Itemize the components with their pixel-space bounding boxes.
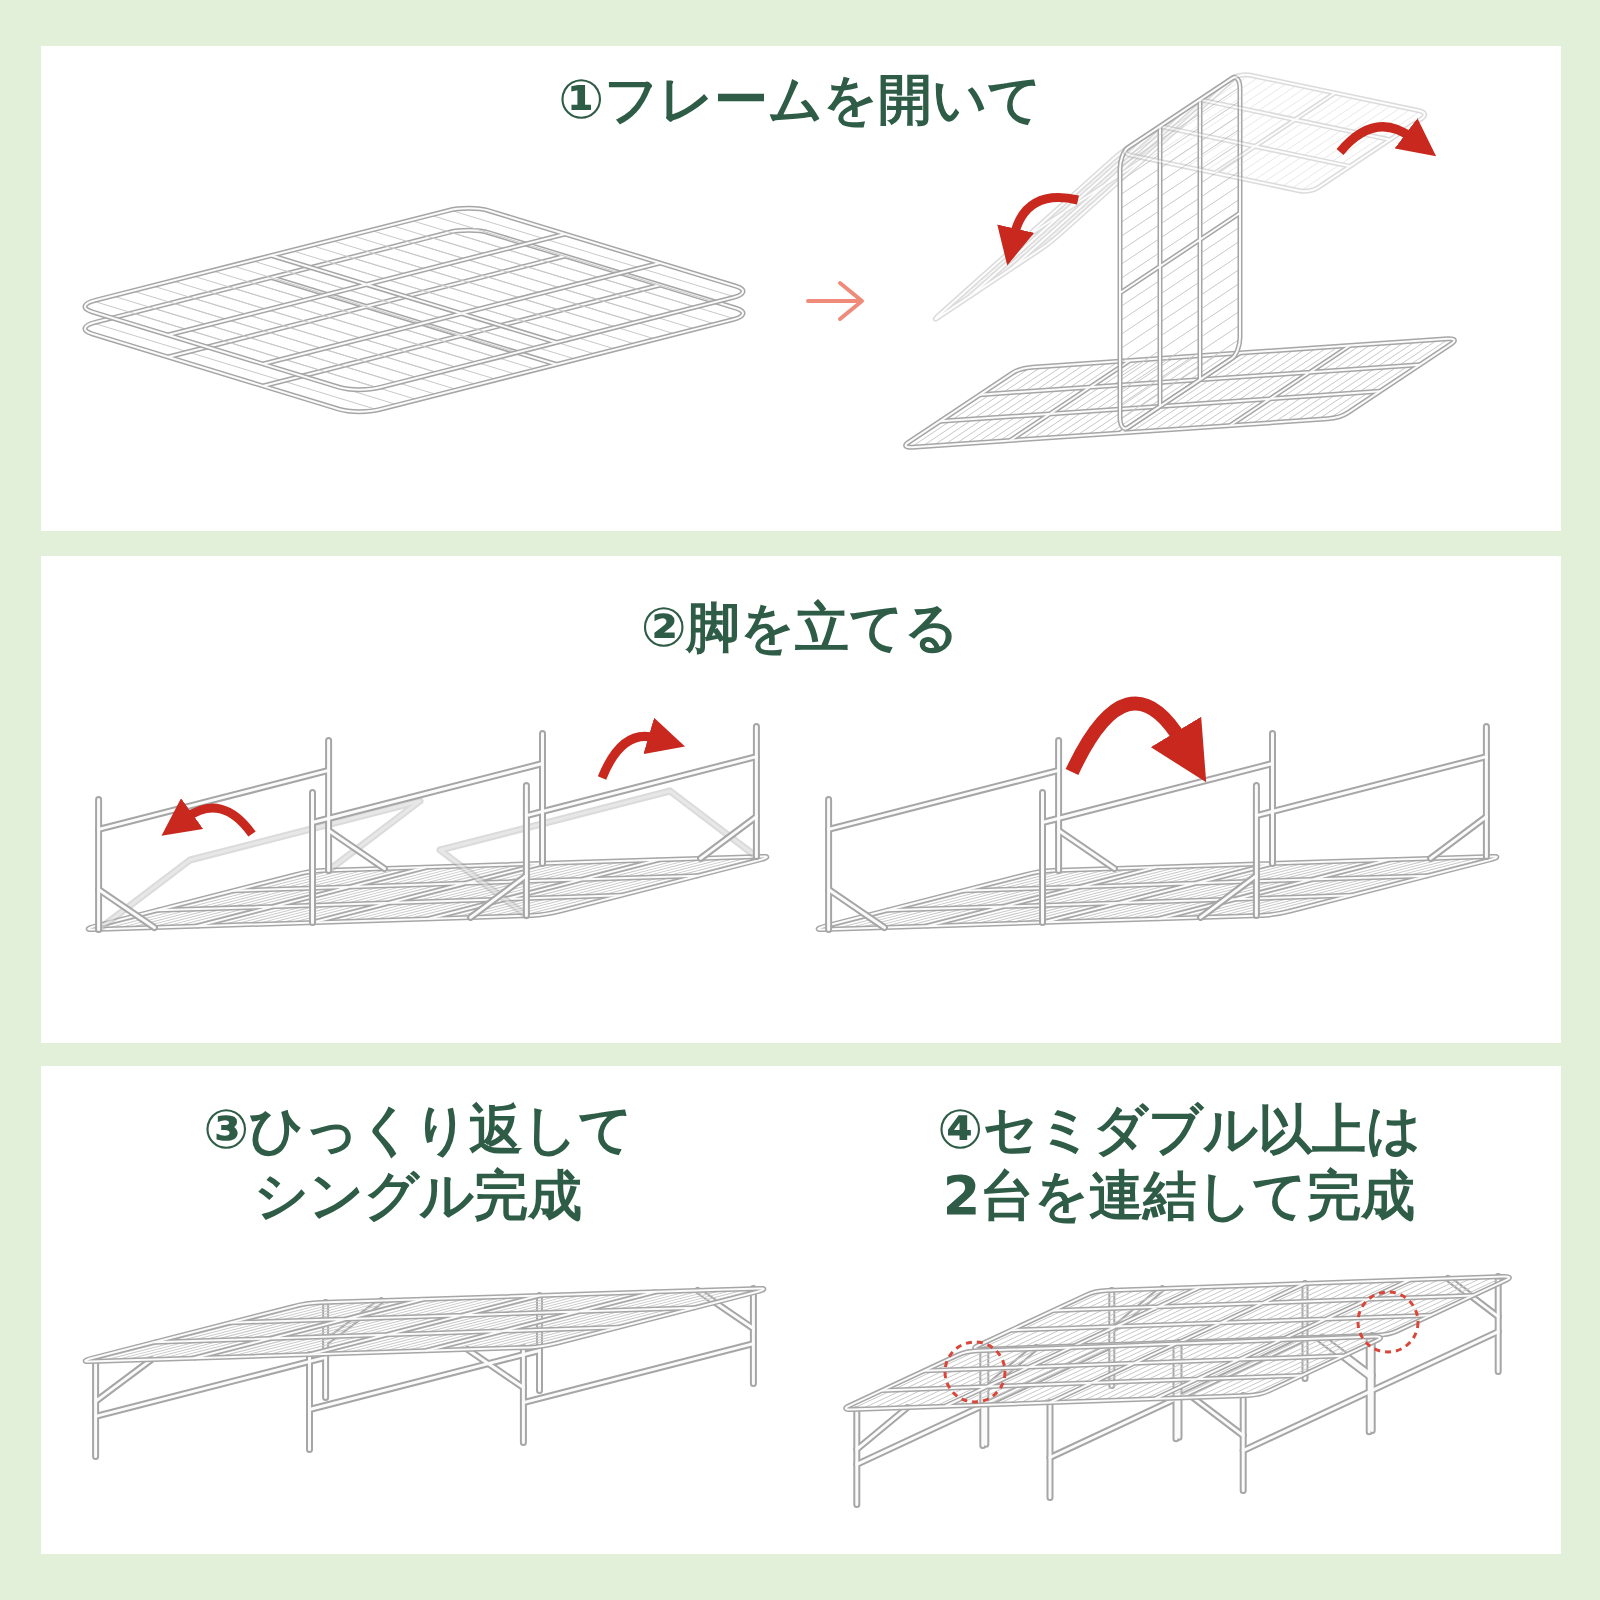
single-frame: [840, 1336, 1386, 1410]
legs: [99, 727, 757, 930]
step-heading: ③ひっくり返して シングル完成: [178, 1097, 658, 1229]
heading-slot: ④セミダブル以上は 2台を連結して完成: [909, 1097, 1449, 1229]
step-heading: ②脚を立てる: [100, 595, 1500, 661]
step-panel: ③ひっくり返して シングル完成 ④セミダブル以上は 2台を連結して完成: [41, 1066, 1561, 1554]
legs: [96, 1289, 754, 1457]
step-panel: ①フレームを開いて: [41, 46, 1561, 531]
legs: [829, 727, 1487, 930]
turn-arrow: [1014, 198, 1078, 236]
folded-frame-upper: [73, 205, 755, 393]
legs: [829, 727, 1487, 930]
legs: [96, 1289, 754, 1457]
single-frame: [77, 1288, 772, 1362]
heading-slot: ①フレームを開いて: [100, 67, 1500, 133]
joint-mark: [945, 1342, 1005, 1402]
single-frame: [969, 1276, 1515, 1350]
flip-arrow: [1072, 703, 1182, 772]
folding-legs: [99, 791, 757, 929]
folding-legs: [99, 791, 757, 929]
turn-arrow: [602, 736, 656, 778]
next-arrow: [808, 283, 862, 319]
panel-ground: [41, 1066, 1561, 1554]
heading-slot: ③ひっくり返して シングル完成: [178, 1097, 658, 1229]
opening-leaf: [1120, 73, 1430, 193]
joint-mark: [1358, 1292, 1418, 1352]
legs: [99, 727, 757, 930]
turn-arrow: [186, 808, 252, 834]
panel-ground: [41, 46, 1561, 531]
step-panel: ②脚を立てる: [41, 556, 1561, 1043]
turn-arrow: [1340, 127, 1412, 152]
step-heading: ④セミダブル以上は 2台を連結して完成: [909, 1097, 1449, 1229]
panel-ground: [41, 556, 1561, 1043]
step-heading: ①フレームを開いて: [100, 67, 1500, 133]
heading-slot: ②脚を立てる: [100, 595, 1500, 661]
frame-upside-down: [810, 856, 1505, 930]
